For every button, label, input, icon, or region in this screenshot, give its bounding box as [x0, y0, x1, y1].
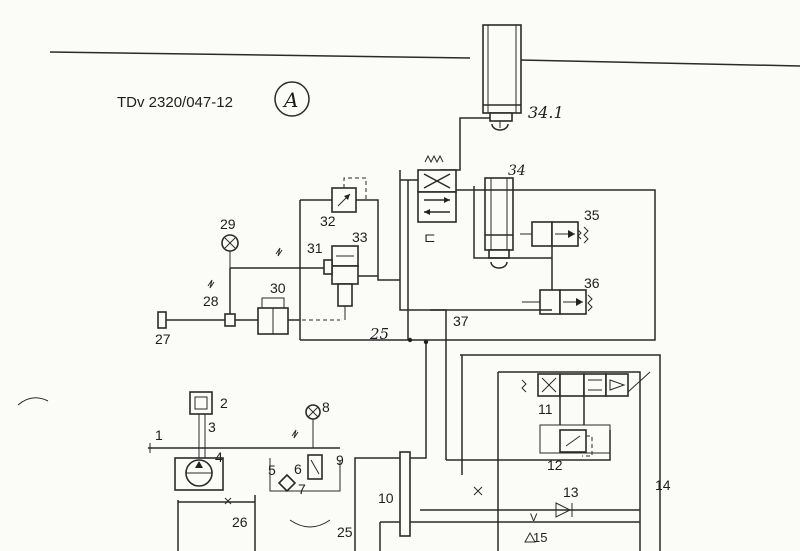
label-5: 5	[268, 462, 276, 478]
line-left-pressure	[399, 170, 552, 311]
check-valve-13	[555, 502, 573, 518]
line-cyl34	[473, 186, 552, 259]
label-6: 6	[294, 461, 302, 477]
label-7: 7	[298, 481, 306, 497]
label-37: 37	[453, 313, 469, 329]
line-cyl341-valve	[440, 117, 490, 171]
sheet-mark: A	[282, 88, 298, 112]
filter-6	[277, 473, 297, 493]
directional-valve-main: ⊏	[417, 154, 457, 245]
label-26: 26	[232, 514, 248, 530]
line-32-right	[356, 199, 400, 281]
top-rule-line	[49, 51, 471, 59]
cylinder-34	[484, 177, 514, 269]
cylinder-34-1	[482, 24, 522, 131]
valve-30	[257, 297, 289, 335]
label-30: 30	[270, 280, 286, 296]
label-11: 11	[538, 401, 553, 417]
label-34-1: 34.1	[528, 103, 564, 122]
label-9: 9	[336, 452, 344, 468]
line-right-loop	[410, 189, 656, 341]
margin-mark	[17, 397, 49, 406]
frame-right-outer	[460, 354, 661, 551]
valve-12	[539, 424, 611, 457]
label-25-top: 25	[369, 325, 389, 343]
sheet-mark-circle	[274, 81, 310, 117]
label-14: 14	[655, 477, 671, 493]
label-29: 29	[220, 216, 236, 232]
label-25-bottom: 25	[337, 524, 353, 540]
label-2: 2	[220, 395, 228, 411]
label-4: 4	[215, 449, 223, 465]
label-8: 8	[322, 399, 330, 415]
line-25-bottom-curve	[289, 519, 331, 528]
label-13: 13	[563, 484, 579, 500]
sensor-28-mark	[207, 279, 215, 289]
valve-35	[520, 221, 589, 247]
valve-manual-symbol: ⊏	[424, 229, 436, 245]
valve-36	[522, 289, 593, 315]
valve-v-mark: V	[530, 512, 538, 524]
label-34: 34	[508, 163, 526, 179]
label-12: 12	[547, 457, 563, 473]
throttle-mark	[473, 486, 483, 496]
label-10: 10	[378, 490, 394, 506]
frame-right-inner	[498, 371, 641, 551]
label-31: 31	[307, 240, 323, 256]
component-10	[399, 451, 411, 537]
label-27: 27	[155, 331, 171, 347]
label-28: 28	[203, 293, 219, 309]
valve-32	[331, 177, 367, 213]
line-37	[430, 309, 447, 460]
label-3: 3	[208, 419, 216, 435]
label-35: 35	[584, 207, 600, 223]
line-filter-loop	[269, 458, 341, 492]
label-15: 15	[533, 530, 547, 545]
label-32: 32	[320, 213, 336, 229]
pressure-switch-mark	[275, 247, 283, 257]
label-33: 33	[352, 229, 368, 245]
label-36: 36	[584, 275, 600, 291]
motor-2	[189, 391, 213, 415]
coupling-28	[224, 313, 236, 327]
line-main-supply	[354, 340, 427, 551]
valve-31-33	[323, 245, 359, 320]
top-rule-line-right	[519, 59, 800, 67]
label-1: 1	[155, 427, 163, 443]
doc-number: TDv 2320/047-12	[117, 94, 233, 111]
valve-11	[521, 371, 651, 397]
component-27	[157, 311, 167, 329]
